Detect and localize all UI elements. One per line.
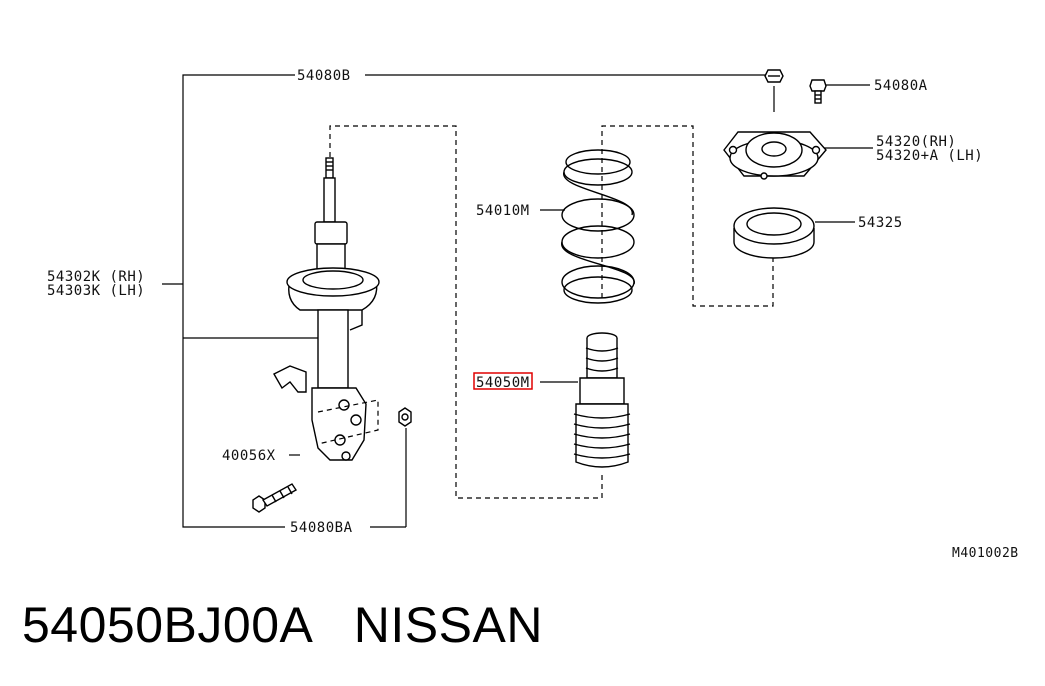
leader-lines [162, 74, 873, 528]
label-strut-rh: 54302K (RH) [47, 269, 145, 285]
label-bolt-40056x: 40056X [222, 448, 276, 464]
bolt-54080b [764, 69, 784, 83]
part-caption: 54050BJ00A NISSAN [22, 596, 543, 654]
label-nut-54080ba: 54080BA [290, 520, 353, 536]
label-mount-rh: 54320(RH) [876, 134, 956, 150]
parts-diagram: 54080B 54080A 54320(RH) 54320+A (LH) 540… [47, 68, 1019, 561]
brand-name: NISSAN [353, 597, 543, 653]
label-mount-lh: 54320+A (LH) [876, 148, 983, 164]
label-spring: 54010M [476, 203, 530, 219]
bearing [733, 207, 815, 259]
highlight-box [473, 372, 533, 390]
label-bolt-54080b: 54080B [297, 68, 351, 84]
strut-mount [723, 131, 827, 180]
diagram-reference: M401002B [952, 546, 1019, 561]
label-bearing: 54325 [858, 215, 903, 231]
label-strut-lh: 54303K (LH) [47, 283, 145, 299]
nut-54080ba [398, 407, 412, 427]
coil-spring [561, 149, 635, 304]
strut-assembly [273, 157, 380, 461]
bump-stop [573, 332, 631, 468]
bolt-54080a [809, 79, 827, 104]
bolt-40056x [252, 483, 298, 513]
label-bump-stop: 54050M [476, 375, 530, 391]
assembly-dashes [329, 125, 774, 499]
part-number: 54050BJ00A [22, 597, 311, 653]
label-bolt-54080a: 54080A [874, 78, 928, 94]
